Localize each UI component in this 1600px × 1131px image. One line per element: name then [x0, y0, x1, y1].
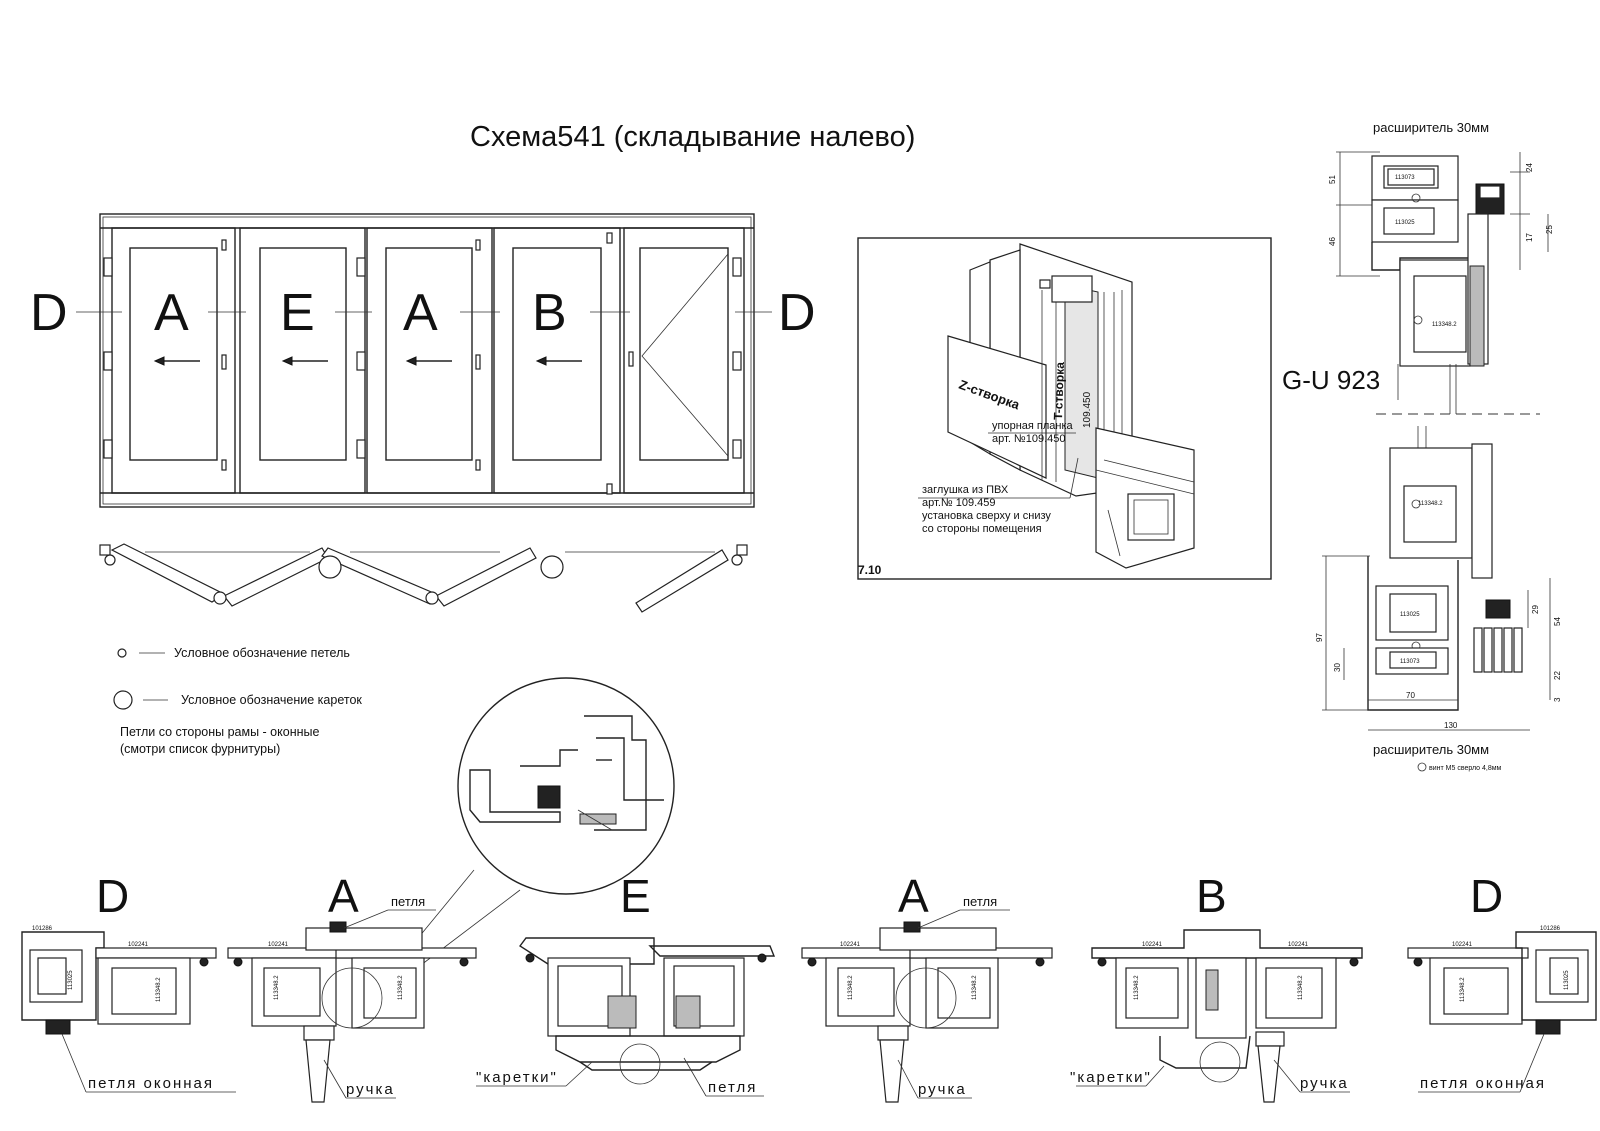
code-glass-4: 113348.2	[848, 975, 854, 1000]
iso-article: 109.450	[1082, 391, 1093, 428]
code-frame-1: 101286	[32, 926, 53, 932]
bottom-section-labels: D A E A B D	[96, 870, 1503, 922]
code-glass-3: 113348.2	[398, 975, 404, 1000]
handle-marks	[221, 232, 634, 495]
carriages-label-2: "каретки"	[1070, 1069, 1152, 1086]
code-c1-top: 113073	[1395, 175, 1415, 181]
elevation-right-label: D	[778, 284, 816, 342]
profile-section-b: 113348.2 102241 113348.2 102241 "каретки…	[1070, 929, 1363, 1103]
section-label-2: A	[328, 870, 359, 922]
window-elevation: D A E A B D	[30, 213, 816, 508]
code-glass-2: 113348.2	[274, 975, 280, 1000]
hinge-bottom-label: петля	[708, 1079, 757, 1096]
code-glass-1: 113348.2	[156, 977, 162, 1002]
code-glass-8: 113348.2	[1460, 977, 1466, 1002]
code-sash-2: 102241	[268, 942, 289, 948]
dim-24: 24	[1525, 163, 1534, 172]
iso-t-label: T-створка	[1051, 362, 1067, 421]
dim-29: 29	[1531, 605, 1540, 614]
profile-section-a-second: 113348.2 102241 113348.2 петля ручка	[801, 894, 1053, 1103]
dim-46: 46	[1328, 237, 1337, 246]
window-hinge-label-2: петля оконная	[1420, 1075, 1546, 1092]
zoom-detail	[387, 677, 675, 991]
legend-carriage: Условное обозначение кареток	[181, 693, 362, 707]
code-sash-1: 102241	[128, 942, 149, 948]
elevation-panel-4-label: B	[532, 284, 567, 342]
dim-130: 130	[1444, 721, 1458, 730]
code-sash-8: 102241	[1452, 942, 1473, 948]
iso-stop-plate-1: упорная планка	[992, 420, 1074, 432]
code-sash-7: 102241	[1288, 942, 1309, 948]
fold-arrows	[153, 356, 582, 366]
iso-figure-number: 7.10	[858, 563, 882, 577]
iso-cap-4: со стороны помещения	[922, 523, 1042, 535]
profile-section-d-right: 113348.2 102241 113025 101286 петля окон…	[1407, 926, 1597, 1093]
iso-cap-2: арт.№ 109.459	[922, 497, 996, 509]
dim-25: 25	[1545, 225, 1554, 234]
code-mull-1: 113025	[68, 970, 74, 990]
handle-label-2: ручка	[918, 1081, 967, 1098]
legend-note-2: (смотри список фурнитуры)	[120, 742, 280, 756]
code-c3-top: 113348.2	[1432, 322, 1457, 328]
elevation-panel-3-label: A	[403, 284, 438, 342]
upper-profile: 51 46 113073 113025 113348.2 2	[1328, 151, 1554, 414]
dim-3: 3	[1553, 697, 1562, 702]
handle-label-3: ручка	[1300, 1075, 1349, 1092]
code-c2-top: 113025	[1395, 220, 1415, 226]
iso-cap-1: заглушка из ПВХ	[922, 484, 1009, 496]
handle-label-1: ручка	[346, 1081, 395, 1098]
elevation-panel-2-label: E	[280, 284, 315, 342]
hinge-label-1: петля	[391, 894, 425, 909]
dim-17: 17	[1525, 233, 1534, 242]
right-bottom-title: расширитель 30мм	[1373, 742, 1489, 757]
code-mull-2: 113025	[1564, 970, 1570, 990]
right-gu-label: G-U 923	[1282, 365, 1380, 395]
fold-scheme	[99, 543, 748, 613]
hinge-blocks	[103, 257, 742, 459]
code-c2-bottom: 113025	[1400, 612, 1420, 618]
carriages-label-1: "каретки"	[476, 1069, 558, 1086]
section-label-5: B	[1196, 870, 1227, 922]
dim-51: 51	[1328, 175, 1337, 184]
lower-profile: 113348.2 113025 113073 97 30 2	[1315, 426, 1562, 731]
dim-70: 70	[1406, 691, 1415, 700]
isometric-detail: Z-створка T-створка 109.450 упорная план…	[857, 237, 1272, 580]
dim-30: 30	[1333, 663, 1342, 672]
right-screw-note: винт М5 сверло 4,8мм	[1429, 765, 1502, 772]
profile-section-d-left: 113025 101286 113348.2 102241 петля окон…	[21, 926, 236, 1093]
elevation-left-label: D	[30, 284, 68, 342]
section-label-1: D	[96, 870, 129, 922]
code-c1-bottom: 113073	[1400, 659, 1420, 665]
profile-section-a-first: 113348.2 102241 113348.2 петля ручка	[227, 894, 477, 1103]
section-label-4: A	[898, 870, 929, 922]
iso-cap-3: установка сверху и снизу	[922, 510, 1051, 522]
code-glass-7: 113348.2	[1298, 975, 1304, 1000]
glass-panes	[129, 247, 729, 461]
section-label-6: D	[1470, 870, 1503, 922]
profile-section-e: "каретки" петля	[476, 937, 776, 1097]
code-sash-4: 102241	[840, 942, 861, 948]
window-hinge-label-1: петля оконная	[88, 1075, 214, 1092]
gu923-section: расширитель 30мм G-U 923 расширитель 30м…	[1282, 120, 1562, 772]
right-top-title: расширитель 30мм	[1373, 120, 1489, 135]
dim-22: 22	[1553, 671, 1562, 680]
legend: Условное обозначение петель Условное обо…	[113, 646, 362, 756]
code-frame-2: 101286	[1540, 926, 1561, 932]
page-title: Схема541 (складывание налево)	[470, 121, 915, 153]
code-c3-bottom: 113348.2	[1418, 501, 1443, 507]
code-sash-6: 102241	[1142, 942, 1163, 948]
legend-hinge: Условное обозначение петель	[174, 646, 350, 660]
hinge-label-2: петля	[963, 894, 997, 909]
elevation-panel-1-label: A	[154, 284, 189, 342]
legend-note-1: Петли со стороны рамы - оконные	[120, 725, 319, 739]
dim-97: 97	[1315, 633, 1324, 642]
iso-stop-plate-2: арт. №109.450	[992, 433, 1066, 445]
dim-54: 54	[1553, 617, 1562, 626]
code-glass-6: 113348.2	[1134, 975, 1140, 1000]
section-label-3: E	[620, 870, 651, 922]
code-glass-5: 113348.2	[972, 975, 978, 1000]
